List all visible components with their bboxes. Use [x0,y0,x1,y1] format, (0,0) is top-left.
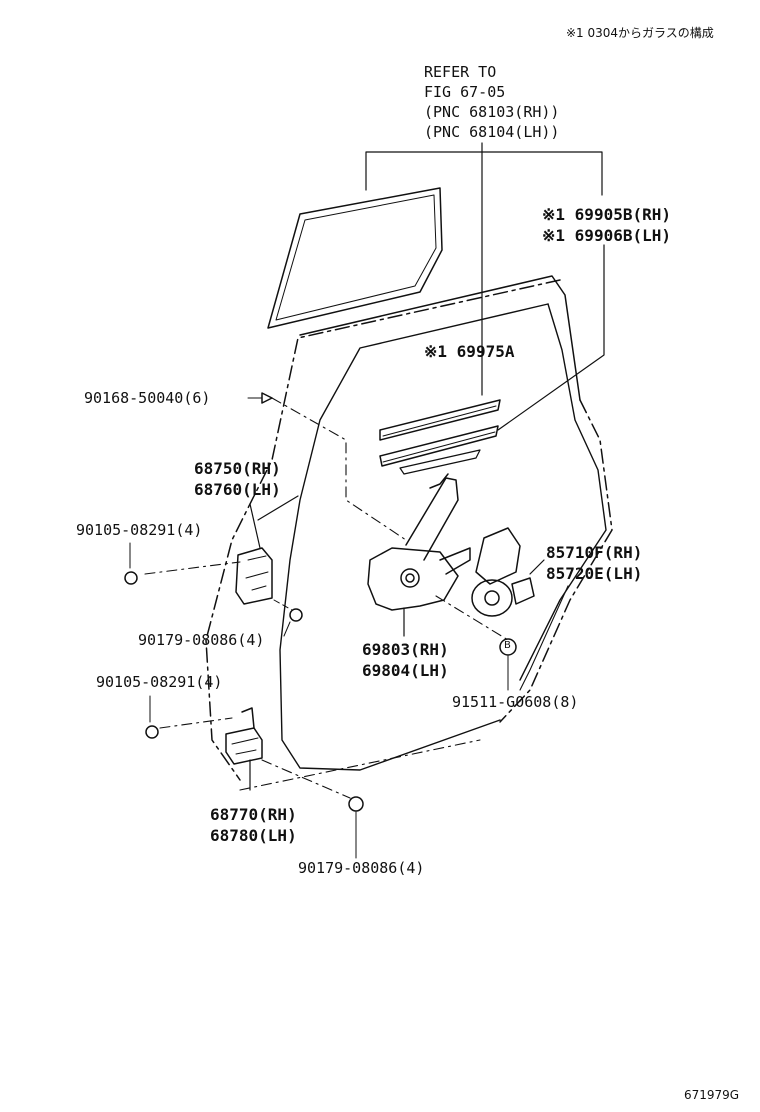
label-lower-hinge-rh: 68770(RH) [210,805,297,824]
lower-hinge-detail [231,737,259,755]
motor-gear-center [484,590,500,606]
bolt-lower-head [145,725,159,739]
regulator-link [439,547,471,575]
upper-hinge-leader [257,495,299,521]
window-channel-upper-inner [382,405,497,437]
label-channel-lh: ※1 69906B(LH) [542,226,671,245]
refer-line-1: REFER TO [424,63,497,81]
nut-lower-dash [261,759,351,799]
window-channel-lower [379,425,499,467]
door-inner-window [279,303,549,771]
label-nut-lower: 90179-08086(4) [298,859,425,877]
nut-upper [289,608,303,622]
nut-upper-dash [273,599,293,611]
glass-run-strip [399,449,481,475]
label-channel-rh: ※1 69905B(RH) [542,205,671,224]
marker-b-circle [499,638,517,656]
label-glass-run: ※1 69975A [424,342,515,361]
label-motor-rh: 85710F(RH) [546,543,643,562]
bolt-upper-dash [144,561,241,575]
screw-top-symbol [261,392,273,404]
door-glass-inner-edge [275,194,437,321]
motor-connector [511,577,535,605]
label-bolt-regulator: 91511-G0608(8) [452,693,579,711]
nut-upper-leader [283,621,291,637]
label-nut-upper: 90179-08086(4) [138,631,265,649]
lower-hinge [225,727,263,765]
bolt-upper-head [124,571,138,585]
door-frame-top-solid [299,275,581,401]
marker-b-label: B [504,640,511,651]
refer-bracket [365,151,603,196]
label-upper-hinge-lh: 68760(LH) [194,480,281,499]
regulator-bolt-leader [519,585,569,691]
label-regulator-lh: 69804(LH) [362,661,449,680]
window-channel-upper [379,399,501,441]
regulator-base [367,547,459,611]
regulator-dash [435,595,509,641]
upper-hinge-detail [245,555,269,591]
refer-line-4: (PNC 68104(LH)) [424,123,560,141]
hinge-to-frame-dash [239,739,481,791]
label-bolt-lower: 90105-08291(4) [96,673,223,691]
figure-code: 671979G [684,1088,740,1102]
upper-hinge [235,547,273,605]
nut-lower [348,796,364,812]
regulator-arm-2 [429,473,449,489]
header-note: ※1 0304からガラスの構成 [566,26,714,40]
lower-hinge-top [241,707,255,729]
door-inner-right [519,303,607,681]
label-upper-hinge-rh: 68750(RH) [194,459,281,478]
label-screw-top: 90168-50040(6) [84,389,211,407]
regulator-pivot [400,568,420,588]
motor-gear-housing [471,579,513,617]
label-motor-lh: 85720E(LH) [546,564,643,583]
refer-line-3: (PNC 68103(RH)) [424,103,560,121]
motor-body [475,527,521,585]
regulator-arm [405,477,459,561]
bolt-lower-dash [159,717,233,729]
upper-hinge-leader-2 [249,503,261,549]
door-glass [267,187,443,329]
label-bolt-upper: 90105-08291(4) [76,521,203,539]
door-frame-outer [205,279,561,781]
channel-leader [497,244,605,431]
label-lower-hinge-lh: 68780(LH) [210,826,297,845]
door-frame-right [499,399,613,723]
refer-line-2: FIG 67-05 [424,83,506,101]
label-regulator-rh: 69803(RH) [362,640,449,659]
screw-top-dash [271,397,407,541]
window-channel-lower-inner [382,431,496,463]
regulator-pivot-hub [405,573,415,583]
motor-leader [529,559,545,575]
